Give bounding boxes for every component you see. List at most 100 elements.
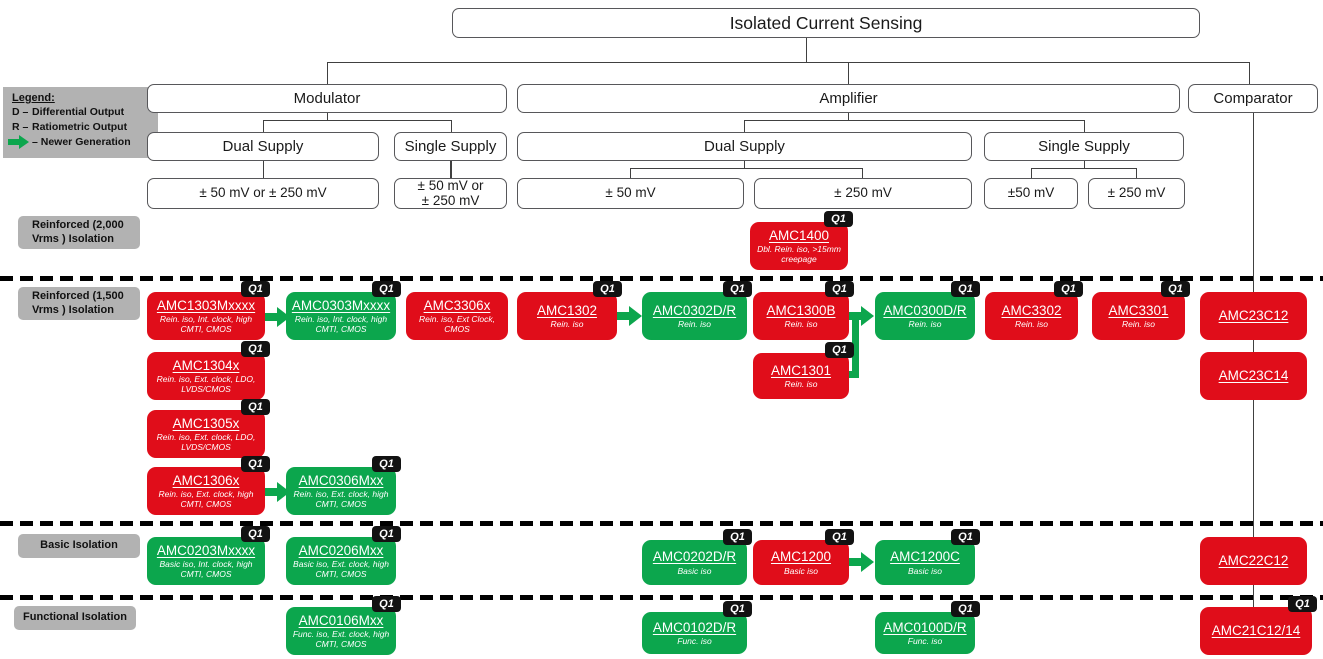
connector-line — [1031, 168, 1032, 178]
q1-badge: Q1 — [372, 456, 401, 472]
node-modulator-single-supply: Single Supply — [394, 132, 507, 161]
product-name[interactable]: AMC1302 — [536, 302, 598, 318]
product-name[interactable]: AMC3301 — [1108, 302, 1169, 318]
node-amplifier-dual-250: ± 250 mV — [754, 178, 972, 209]
product-name[interactable]: AMC0300D/R — [883, 302, 967, 318]
product-description: Rein. iso, Ext Clock, CMOS — [418, 314, 496, 335]
product-name[interactable]: AMC22C12 — [1218, 553, 1289, 569]
node-amplifier: Amplifier — [517, 84, 1180, 113]
product-name[interactable]: AMC0102D/R — [652, 619, 737, 635]
connector-line — [450, 161, 452, 178]
connector-line — [848, 62, 849, 84]
product-description: Rein. iso — [784, 379, 818, 390]
product-name[interactable]: AMC23C12 — [1218, 308, 1289, 324]
product-name[interactable]: AMC1303Mxxxx — [156, 297, 256, 313]
product-description: Rein. iso — [908, 319, 942, 330]
product-name[interactable]: AMC1304x — [172, 357, 240, 373]
connector-line — [630, 168, 863, 169]
product-description: Func. iso — [677, 636, 712, 647]
legend-item: R –Ratiometric Output — [12, 120, 158, 135]
q1-badge: Q1 — [593, 281, 622, 297]
product-name[interactable]: AMC0106Mxx — [298, 612, 384, 628]
row-label-functional-isolation: Functional Isolation — [14, 606, 136, 630]
product-description: Rein. iso — [677, 319, 712, 330]
connector-line — [1084, 120, 1085, 132]
product-name[interactable]: AMC1200C — [890, 549, 960, 565]
node-amplifier-single-50: ±50 mV — [984, 178, 1078, 209]
connector-line — [744, 120, 1085, 121]
product-name[interactable]: AMC1200 — [770, 549, 832, 565]
q1-badge: Q1 — [241, 526, 270, 542]
row-label-reinforced-1500: Reinforced (1,500 Vrms ) Isolation — [18, 287, 140, 320]
product-name[interactable]: AMC21C12/14 — [1211, 623, 1301, 639]
product-description: Dbl. Rein. iso, >15mm creepage — [757, 244, 841, 265]
product-name[interactable]: AMC1301 — [770, 362, 832, 378]
legend-key: R – — [12, 120, 29, 133]
legend-item: D –Differential Output — [12, 105, 158, 120]
product-name[interactable]: AMC0100D/R — [883, 619, 967, 635]
product-amc22c12[interactable]: AMC22C12 — [1200, 537, 1307, 585]
product-name[interactable]: AMC3302 — [1001, 302, 1062, 318]
product-name[interactable]: AMC1306x — [172, 472, 240, 488]
q1-badge: Q1 — [723, 601, 752, 617]
product-name[interactable]: AMC0303Mxxxx — [291, 297, 391, 313]
newer-generation-elbow-connector — [845, 371, 859, 378]
product-name[interactable]: AMC1305x — [172, 415, 240, 431]
product-name[interactable]: AMC1400 — [768, 227, 830, 243]
q1-badge: Q1 — [1288, 596, 1317, 612]
q1-badge: Q1 — [951, 281, 980, 297]
product-name[interactable]: AMC0206Mxx — [298, 542, 384, 558]
product-name[interactable]: AMC0306Mxx — [298, 472, 384, 488]
product-description: Rein. iso, Ext. clock, high CMTI, CMOS — [158, 489, 254, 510]
product-name[interactable]: AMC23C14 — [1218, 368, 1289, 384]
product-name[interactable]: AMC3306x — [423, 297, 491, 313]
row-separator-dashed-line — [0, 595, 1323, 600]
connector-line — [1249, 62, 1250, 84]
product-amc23c12[interactable]: AMC23C12 — [1200, 292, 1307, 340]
product-name[interactable]: AMC0202D/R — [652, 549, 737, 565]
connector-line — [744, 161, 745, 169]
product-description: Rein. iso, Ext. clock, high CMTI, CMOS — [293, 489, 389, 510]
node-comparator: Comparator — [1188, 84, 1318, 113]
q1-badge: Q1 — [951, 601, 980, 617]
product-name[interactable]: AMC1300B — [766, 302, 836, 318]
product-name[interactable]: AMC0302D/R — [652, 302, 737, 318]
product-description: Rein. iso, Int. clock, high CMTI, CMOS — [159, 314, 253, 335]
product-name[interactable]: AMC0203Mxxxx — [156, 542, 256, 558]
connector-line — [327, 113, 328, 121]
node-amplifier-dual-supply: Dual Supply — [517, 132, 972, 161]
product-description: Rein. iso — [1121, 319, 1156, 330]
product-amc23c14[interactable]: AMC23C14 — [1200, 352, 1307, 400]
product-description: Func. iso, Ext. clock, high CMTI, CMOS — [292, 629, 390, 650]
connector-line — [848, 113, 849, 121]
product-description: Rein. iso, Ext. clock, LDO, LVDS/CMOS — [156, 432, 256, 453]
node-amplifier-single-supply: Single Supply — [984, 132, 1184, 161]
